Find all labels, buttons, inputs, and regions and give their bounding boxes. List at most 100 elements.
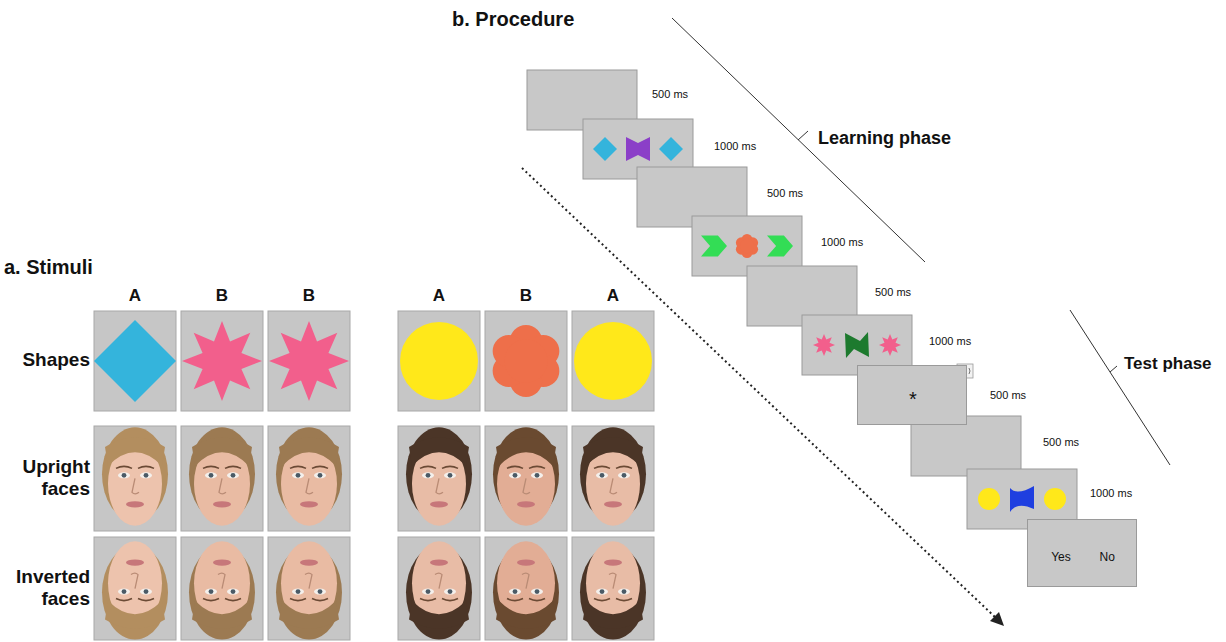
eyebrow	[594, 599, 610, 601]
nose	[219, 478, 226, 494]
chevron-shape	[767, 236, 793, 257]
face-image	[580, 427, 646, 525]
time-arrow	[522, 168, 996, 618]
lips	[517, 559, 535, 565]
eyebrow	[594, 466, 610, 468]
nose	[436, 478, 443, 494]
hair-top	[583, 438, 643, 466]
iris	[144, 589, 149, 594]
eye-white	[292, 472, 304, 478]
lips	[300, 559, 318, 565]
face-image	[276, 541, 342, 639]
duration-label: 500 ms	[1043, 436, 1079, 449]
hair-top	[496, 601, 556, 629]
star-shape	[269, 321, 349, 401]
eye-white	[618, 589, 630, 595]
nose	[609, 573, 616, 589]
hair-top	[192, 438, 252, 466]
duration-label: 500 ms	[875, 286, 911, 299]
eyebrow	[420, 466, 436, 468]
eye-white	[140, 589, 152, 595]
face-image	[189, 541, 255, 639]
stimulus-cell	[398, 426, 480, 531]
lips	[430, 501, 448, 507]
eye-white	[227, 472, 239, 478]
iris	[513, 589, 518, 594]
face-image	[580, 541, 646, 639]
hair-top	[279, 438, 339, 466]
face-image	[189, 427, 255, 525]
iris	[144, 473, 149, 478]
hair-top	[105, 438, 165, 466]
eyebrow	[225, 599, 241, 601]
flower-center	[740, 239, 754, 253]
duration-label: 1000 ms	[1090, 487, 1132, 500]
circle-shape	[978, 488, 1000, 510]
nose	[218, 573, 225, 589]
face-image	[276, 427, 342, 525]
eyebrow	[225, 466, 241, 468]
circle-shape	[400, 322, 478, 400]
iris	[231, 589, 236, 594]
eyebrow	[507, 599, 523, 601]
diamond-shape	[94, 320, 176, 402]
stimulus-cell	[94, 311, 176, 411]
lips	[604, 501, 622, 507]
eyebrow	[138, 599, 154, 601]
phase-label: Test phase	[1124, 354, 1212, 374]
eyebrow	[420, 599, 436, 601]
eyebrow	[616, 466, 632, 468]
arrowhead	[990, 612, 1004, 626]
phase-label: Learning phase	[818, 128, 951, 149]
iris	[600, 589, 605, 594]
iris	[318, 473, 323, 478]
star-shape	[879, 334, 901, 356]
iris	[448, 473, 453, 478]
nose	[435, 573, 442, 589]
eyebrow	[203, 466, 219, 468]
eye-white	[596, 472, 608, 478]
eye-white	[444, 589, 456, 595]
diamond-shape	[593, 137, 617, 161]
chevron-shape	[701, 236, 727, 257]
face-image	[493, 427, 559, 525]
stimulus-cell	[398, 311, 480, 411]
phase-bracket	[1070, 310, 1170, 465]
eye-white	[118, 472, 130, 478]
bracket-tick	[798, 131, 808, 140]
hair-top	[192, 601, 252, 629]
iris	[622, 473, 627, 478]
wave-shape	[1010, 486, 1034, 512]
eye-white	[509, 472, 521, 478]
diamond-shape	[659, 137, 683, 161]
row-label: Upright faces	[4, 456, 90, 500]
iris	[296, 473, 301, 478]
screen-text: No	[1100, 550, 1115, 564]
duration-label: 1000 ms	[929, 335, 971, 348]
screen	[911, 416, 1021, 476]
eyebrow	[116, 466, 132, 468]
lips	[213, 559, 231, 565]
sound-wave	[969, 368, 970, 374]
column-header: A	[115, 286, 155, 306]
stimulus-cell	[572, 311, 654, 411]
stimulus-cell	[181, 537, 263, 640]
iris	[448, 589, 453, 594]
iris	[318, 589, 323, 594]
iris	[622, 589, 627, 594]
flower-center	[504, 339, 547, 382]
hair-top	[583, 601, 643, 629]
face-image	[102, 427, 168, 525]
lips	[517, 501, 535, 507]
row-label: Inverted faces	[4, 566, 90, 610]
iris	[535, 589, 540, 594]
screen-text: *	[909, 388, 917, 411]
eyebrow	[290, 599, 306, 601]
column-header: B	[506, 286, 546, 306]
eye-white	[422, 589, 434, 595]
nose	[522, 573, 529, 589]
screen-box: YesNo	[1027, 519, 1137, 587]
stimulus-cell	[485, 311, 567, 411]
star-shape	[182, 321, 262, 401]
hair-top	[496, 438, 556, 466]
